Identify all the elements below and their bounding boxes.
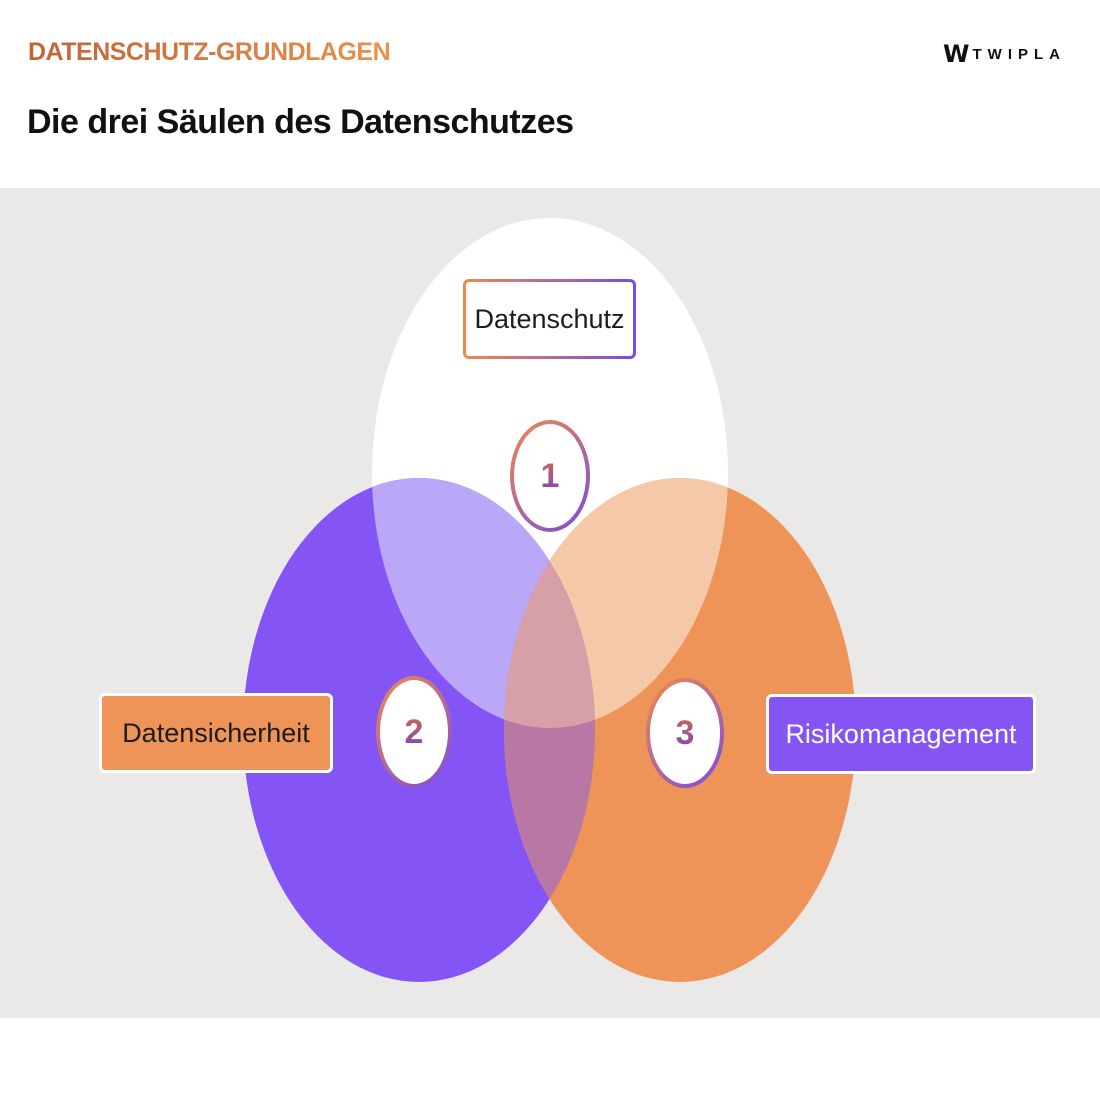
venn-diagram: [243, 218, 856, 982]
pillar-1-number: 1: [540, 456, 560, 495]
pillar-2-label: Datensicherheit: [99, 693, 333, 773]
venn-diagram-panel: Datenschutz Datensicherheit Risikomanage…: [0, 188, 1100, 1018]
overlap-1-3: [504, 478, 728, 728]
pillar-3-number-badge: 3: [646, 678, 724, 788]
section-eyebrow: DATENSCHUTZ-GRUNDLAGEN: [28, 38, 391, 66]
twipla-logo: W TWIPLA: [943, 40, 1066, 68]
pillar-1-label: Datenschutz: [463, 279, 636, 359]
overlap-1-2: [372, 478, 595, 728]
logo-mark-icon: W: [943, 40, 970, 68]
page-title: Die drei Säulen des Datenschutzes: [27, 103, 574, 141]
logo-text: TWIPLA: [972, 45, 1066, 63]
pillar-2-number: 2: [404, 712, 424, 751]
pillar-2-number-badge: 2: [376, 676, 452, 788]
pillar-1-number-badge: 1: [510, 420, 590, 532]
pillar-3-label: Risikomanagement: [766, 694, 1036, 774]
pillar-3-number: 3: [675, 713, 695, 752]
